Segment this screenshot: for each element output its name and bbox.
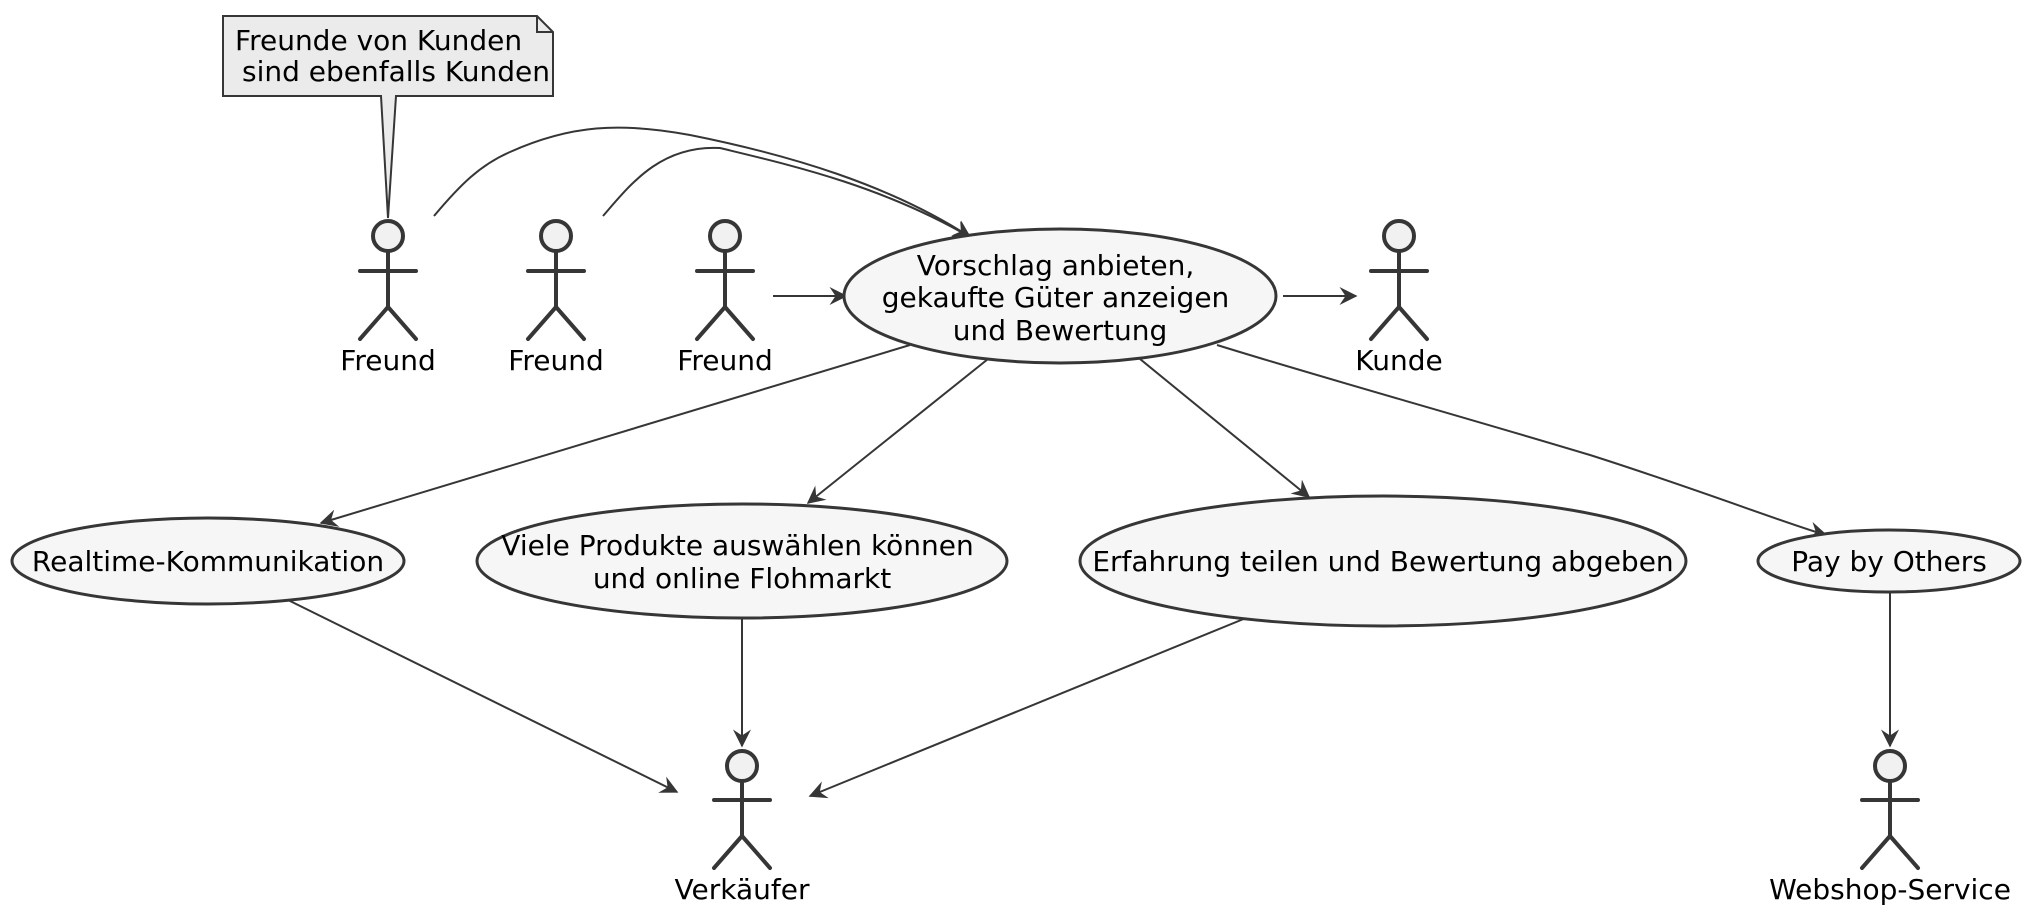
edge-realtime-verkaeufer	[287, 599, 679, 793]
actor-label: Freund	[677, 344, 772, 377]
stick-figure-icon	[712, 749, 772, 870]
stick-figure-icon	[358, 219, 418, 341]
usecase-produkte-auswaehlen[interactable]: Viele Produkte auswählen können und onli…	[475, 502, 1009, 620]
actor-label: Verkäufer	[675, 873, 810, 906]
actor-label: Freund	[340, 344, 435, 377]
note: Freunde von Kunden sind ebenfalls Kunden	[222, 15, 554, 219]
stick-figure-icon	[1860, 749, 1920, 870]
note-folded-corner	[536, 16, 553, 33]
usecase-realtime-kommunikation[interactable]: Realtime-Kommunikation	[10, 516, 406, 606]
usecase-label: Realtime-Kommunikation	[32, 545, 384, 578]
edge-vorschlag-pay	[1216, 344, 1828, 540]
actor-label: Webshop-Service	[1769, 873, 2011, 906]
note-shape	[222, 15, 554, 219]
usecase-pay-by-others[interactable]: Pay by Others	[1756, 528, 2022, 594]
stick-figure-icon	[695, 219, 755, 341]
usecase-label: Vorschlag anbieten, gekaufte Güter anzei…	[882, 249, 1238, 347]
actor-label: Freund	[508, 344, 603, 377]
usecase-ellipse	[10, 516, 406, 606]
stick-figure-icon	[526, 219, 586, 341]
usecase-ellipse	[1756, 528, 2022, 594]
edges	[287, 126, 1899, 799]
usecase-label: Pay by Others	[1791, 545, 1987, 578]
stick-figure-icon	[1369, 219, 1429, 341]
actor-verkaeufer[interactable]: Verkäufer	[675, 749, 810, 906]
edge-freund2-vorschlag	[602, 146, 972, 238]
usecase-erfahrung-teilen[interactable]: Erfahrung teilen und Bewertung abgeben	[1078, 494, 1688, 628]
edge-vorschlag-realtime	[319, 344, 911, 527]
usecase-ellipse	[475, 502, 1009, 620]
actor-freund-1[interactable]: Freund	[340, 219, 436, 377]
usecase-label: Erfahrung teilen und Bewertung abgeben	[1092, 545, 1673, 578]
usecase-ellipse	[1078, 494, 1688, 628]
usecase-label: Viele Produkte auswählen können und onli…	[501, 529, 982, 595]
actor-kunde[interactable]: Kunde	[1355, 219, 1443, 377]
actor-freund-2[interactable]: Freund	[508, 219, 604, 377]
note-text-line-2: sind ebenfalls Kunden	[242, 55, 550, 88]
edge-vorschlag-erfahrung	[1139, 358, 1311, 498]
note-text-line-1: Freunde von Kunden	[235, 24, 522, 57]
edge-erfahrung-verkaeufer	[808, 617, 1247, 799]
actor-label: Kunde	[1355, 344, 1442, 377]
usecase-ellipse	[842, 227, 1278, 365]
usecase-vorschlag[interactable]: Vorschlag anbieten, gekaufte Güter anzei…	[842, 227, 1278, 365]
edge-freund1-vorschlag	[433, 126, 972, 238]
actor-freund-3[interactable]: Freund	[677, 219, 773, 377]
actor-webshop-service[interactable]: Webshop-Service	[1769, 749, 2011, 906]
edge-vorschlag-produkte	[806, 358, 989, 504]
